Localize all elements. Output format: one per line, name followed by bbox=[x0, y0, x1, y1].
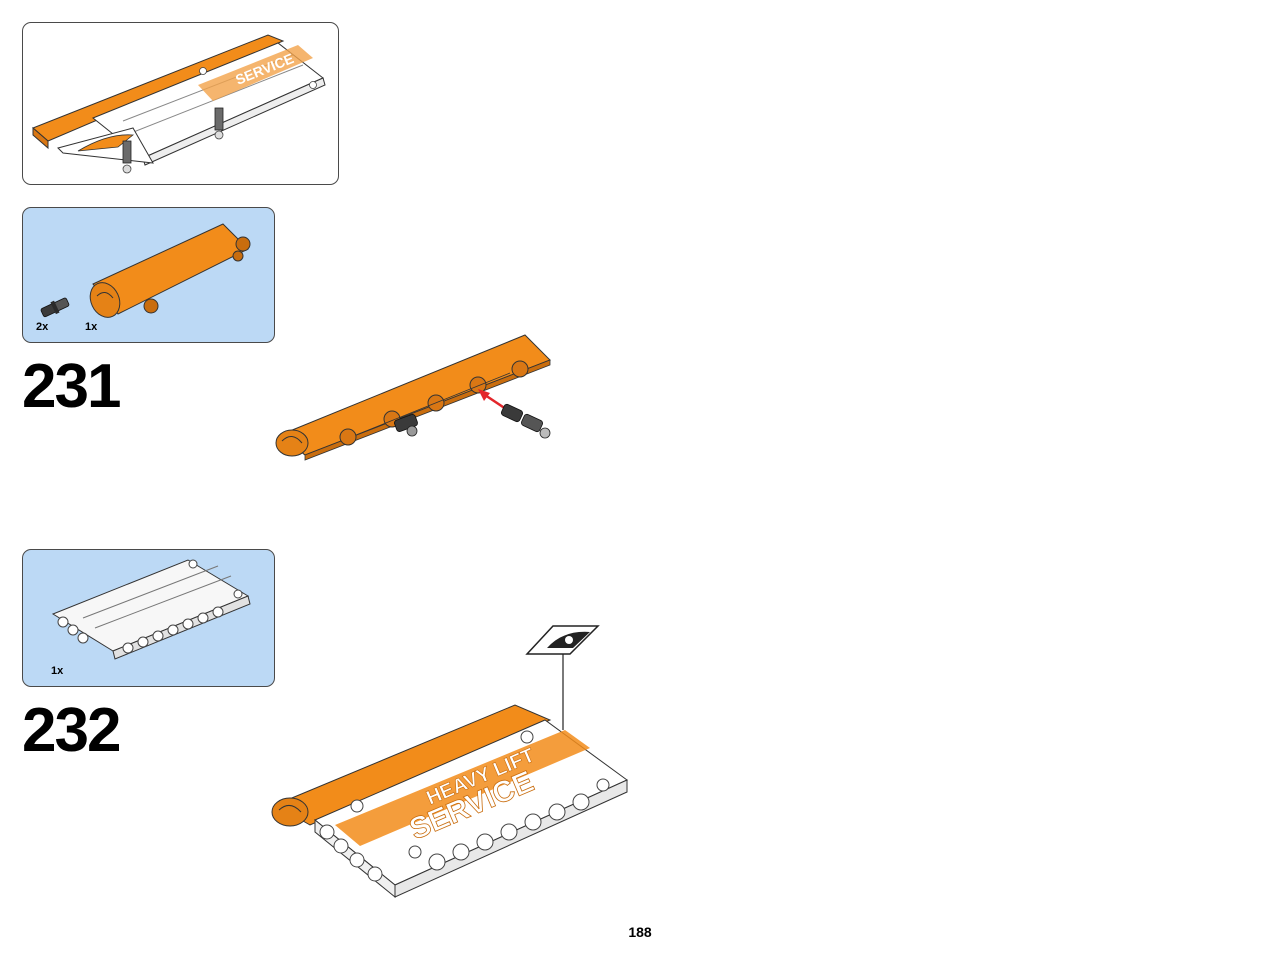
previous-model-illustration: SERVICE bbox=[32, 34, 326, 174]
step-231-assembly-illustration bbox=[275, 334, 551, 461]
inserted-pin-icon bbox=[394, 414, 418, 437]
loose-pin-icon bbox=[500, 403, 551, 439]
parts-list-step-231: 2x 1x bbox=[22, 207, 275, 343]
friction-pin-icon bbox=[40, 297, 70, 318]
step-number-231: 231 bbox=[22, 352, 121, 421]
page-number: 188 bbox=[628, 924, 652, 940]
white-panel-icon bbox=[51, 559, 251, 660]
parts-list-step-232: 1x bbox=[22, 549, 275, 687]
step-number-232: 232 bbox=[22, 696, 121, 765]
sticker-callout-icon bbox=[525, 625, 600, 730]
previous-step-preview: SERVICE bbox=[22, 22, 339, 185]
step-232-assembly-illustration: HEAVY LIFT SERVICE bbox=[271, 625, 628, 899]
orange-panel-icon bbox=[89, 223, 251, 318]
panel-quantity: 1x bbox=[85, 321, 98, 333]
white-panel-quantity: 1x bbox=[51, 665, 64, 677]
pin-quantity: 2x bbox=[36, 321, 49, 333]
